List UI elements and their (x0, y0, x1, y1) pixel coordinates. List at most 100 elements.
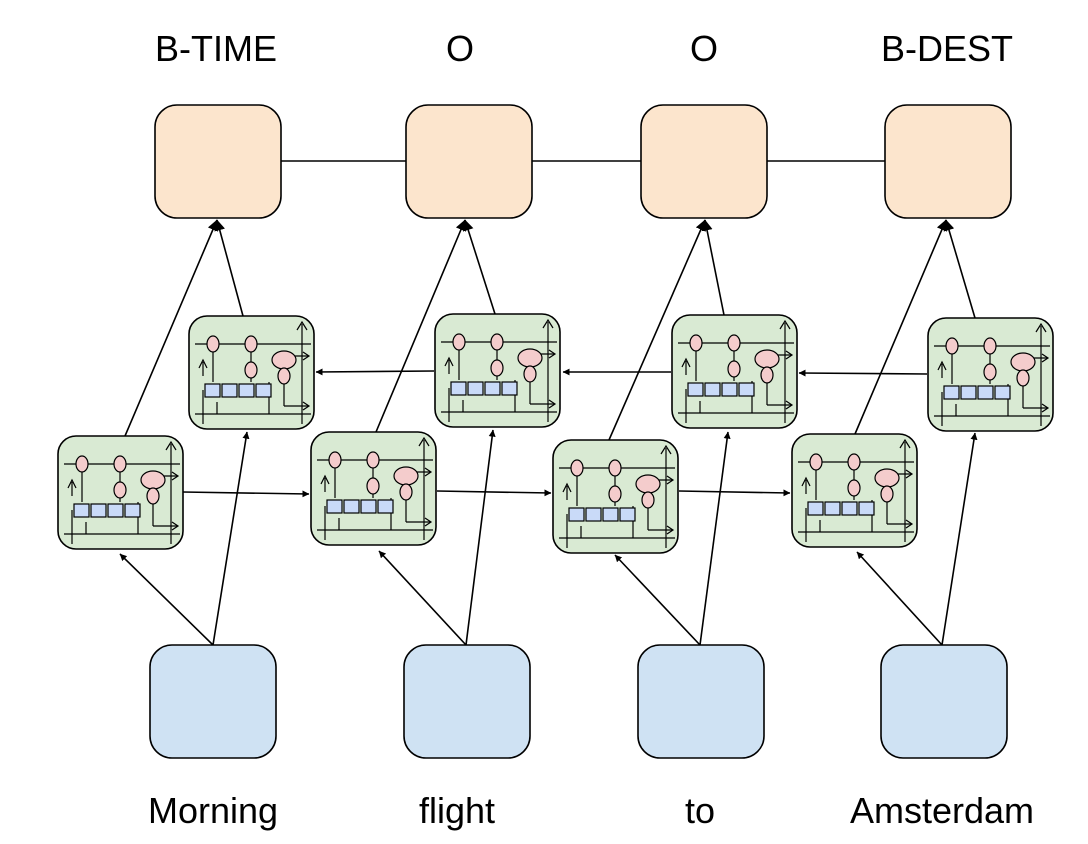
gate-node (206, 335, 220, 353)
output-node-1 (154, 104, 282, 219)
output-node-4 (884, 104, 1012, 219)
gate-out-arrowhead (171, 521, 180, 531)
output-arrowhead (899, 438, 911, 449)
memory-block (585, 507, 602, 522)
input-to-backward-arrow (699, 431, 731, 646)
backward-arrow (315, 368, 435, 376)
backward-lstm-cell-3 (671, 314, 798, 429)
tag-label-3: O (689, 28, 719, 69)
gate-node (490, 333, 504, 351)
tag-label-1: B-TIME (155, 28, 277, 69)
input-arrowhead (937, 360, 947, 371)
input-arrowhead (801, 476, 811, 487)
gate-out-arrowhead (1041, 403, 1050, 413)
gate-node (277, 367, 291, 385)
backward-to-output-arrow (214, 219, 244, 317)
gate-node (271, 350, 297, 370)
memory-block (377, 499, 394, 514)
memory-block (738, 382, 755, 397)
memory-block (841, 501, 858, 516)
memory-block (467, 381, 484, 396)
forward-lstm-cell-4 (791, 433, 918, 548)
memory-block (326, 499, 343, 514)
memory-block (450, 381, 467, 396)
memory-block (721, 382, 738, 397)
memory-block (107, 503, 124, 518)
output-arrowhead (296, 320, 308, 331)
gate-node (983, 337, 997, 355)
memory-block (343, 499, 360, 514)
input-arrowhead (67, 478, 77, 489)
gate-node (113, 455, 127, 473)
gate-link-arrowhead (548, 349, 557, 359)
gate-node (452, 333, 466, 351)
memory-block (238, 383, 255, 398)
word-label-3: to (684, 790, 716, 831)
gate-node (399, 483, 413, 501)
gate-node (983, 363, 997, 381)
gate-out-arrowhead (666, 525, 675, 535)
tag-label-4: B-DEST (880, 28, 1014, 69)
input-arrowhead (198, 358, 208, 369)
gate-node (874, 468, 900, 488)
memory-block (824, 501, 841, 516)
memory-block (73, 503, 90, 518)
memory-block (124, 503, 141, 518)
gate-node (608, 485, 622, 503)
gate-out-arrowhead (785, 400, 794, 410)
input-to-backward-arrow (212, 431, 250, 646)
forward-arrow (182, 490, 310, 498)
input-arrowhead (562, 482, 572, 493)
memory-block (994, 385, 1011, 400)
forward-lstm-cell-3 (552, 439, 679, 554)
backward-arrow (798, 369, 928, 377)
memory-block (977, 385, 994, 400)
forward-arrow (436, 489, 552, 497)
gate-out-arrowhead (302, 401, 311, 411)
forward-arrow (678, 489, 791, 497)
gate-link-arrowhead (905, 469, 914, 479)
memory-block (255, 383, 272, 398)
word-label-4: Amsterdam (849, 790, 1035, 831)
backward-lstm-cell-1 (188, 315, 315, 430)
input-arrowhead (444, 356, 454, 367)
gate-node (809, 453, 823, 471)
backward-to-output-arrow (943, 219, 976, 319)
gate-node (328, 451, 342, 469)
gate-node (366, 451, 380, 469)
gate-node (945, 337, 959, 355)
gate-node (393, 466, 419, 486)
gate-node (244, 361, 258, 379)
gate-node (113, 481, 127, 499)
input-to-backward-arrow (465, 429, 496, 646)
forward-to-output-arrow (854, 219, 947, 435)
gate-node (689, 334, 703, 352)
gate-node (641, 491, 655, 509)
memory-block (90, 503, 107, 518)
edges-layer (119, 160, 978, 646)
input-arrowhead (681, 357, 691, 368)
input-node-2 (403, 644, 531, 759)
tag-label-2: O (445, 28, 475, 69)
forward-to-output-arrow (608, 219, 706, 441)
gate-link-arrowhead (171, 471, 180, 481)
input-to-forward-arrow (119, 553, 214, 646)
memory-block (704, 382, 721, 397)
forward-lstm-cell-2 (310, 431, 437, 546)
gate-node (727, 334, 741, 352)
memory-block (360, 499, 377, 514)
gate-node (244, 335, 258, 353)
gate-node (847, 479, 861, 497)
input-to-backward-arrow (941, 432, 978, 646)
gate-node (75, 455, 89, 473)
word-label-2: flight (418, 790, 496, 831)
input-to-forward-arrow (856, 551, 943, 646)
gate-node (880, 485, 894, 503)
gate-node (523, 365, 537, 383)
gate-link-arrowhead (302, 351, 311, 361)
gate-link-arrowhead (785, 350, 794, 360)
gate-node (635, 474, 661, 494)
forward-lstm-cell-1 (57, 435, 184, 550)
gate-node (570, 459, 584, 477)
gate-node (146, 487, 160, 505)
